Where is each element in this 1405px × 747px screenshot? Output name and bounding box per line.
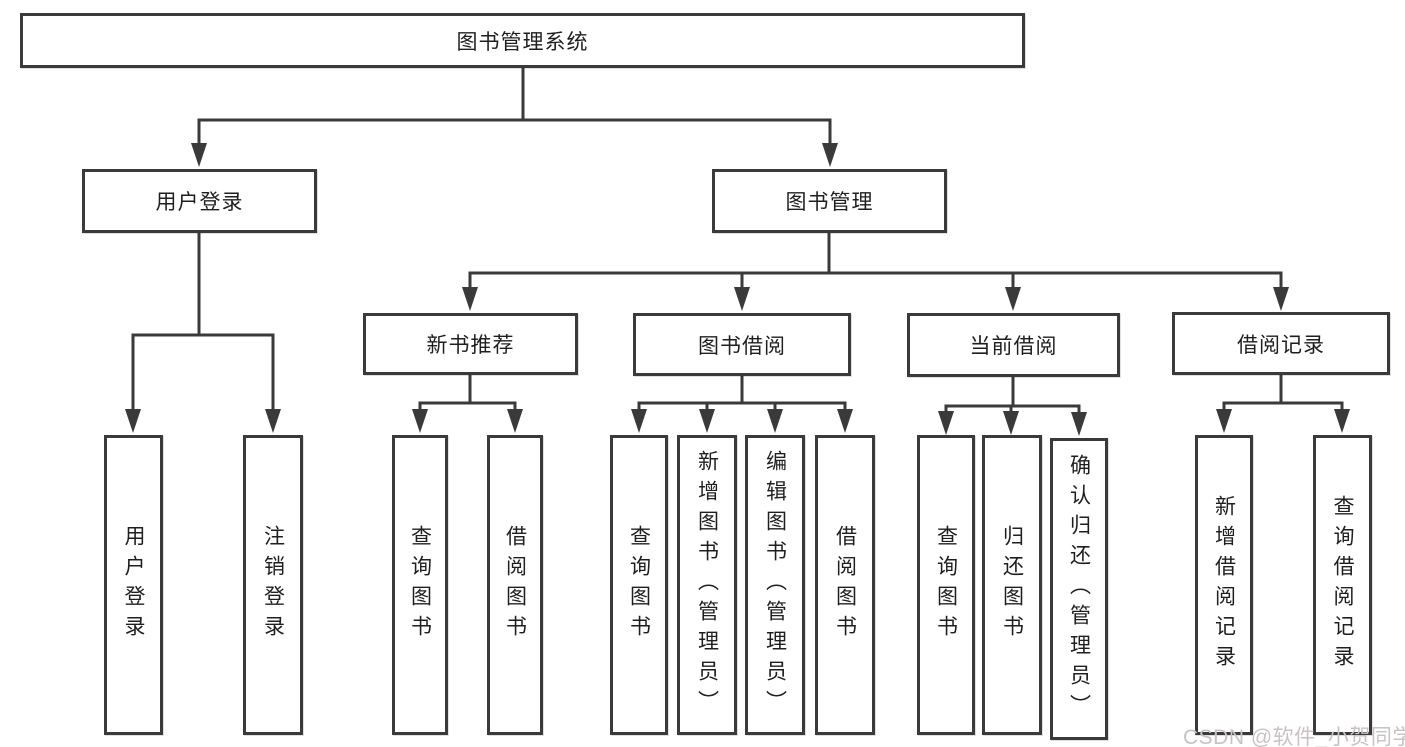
node-borrowing-records: 借阅记录 (1172, 312, 1390, 375)
leaf-confirm-return-admin: 确认归还（管理员） (1050, 438, 1108, 740)
node-book-borrowing: 图书借阅 (633, 313, 851, 376)
arrowhead (507, 409, 523, 433)
arrowhead (938, 411, 954, 435)
arrowhead (412, 409, 428, 433)
arrowhead (1273, 287, 1289, 311)
connector-bookborrow-to-leaves (637, 376, 847, 412)
node-label: 借阅图书 (503, 525, 527, 645)
arrowhead (125, 409, 141, 433)
connector-lines (131, 68, 1344, 414)
arrowhead (767, 409, 783, 433)
connector-currentborrow-to-leaves (944, 377, 1081, 414)
arrowhead (265, 409, 281, 433)
arrowheads (125, 143, 1350, 436)
node-label: 归还图书 (1000, 525, 1024, 645)
leaf-logout: 注销登录 (243, 435, 303, 735)
node-label: 借阅记录 (1237, 333, 1325, 357)
leaf-query-books: 查询图书 (917, 435, 975, 735)
connector-bookmgmt-to-level3 (468, 233, 1283, 290)
node-user-login: 用户登录 (82, 169, 317, 233)
leaf-query-books: 查询图书 (610, 435, 668, 735)
arrowhead (1334, 409, 1350, 433)
node-label: 图书管理 (785, 191, 874, 214)
leaf-query-books: 查询图书 (392, 435, 448, 735)
leaf-return-books: 归还图书 (982, 435, 1042, 735)
node-current-borrowing: 当前借阅 (907, 313, 1120, 377)
node-label: 新增借阅记录 (1212, 495, 1236, 675)
node-label: 确认归还（管理员） (1067, 454, 1091, 724)
connector-borrowrecord-to-leaves (1222, 375, 1344, 412)
csdn-watermark: CSDN @软件_小贺同学 (1183, 726, 1405, 747)
leaf-query-borrow-record: 查询借阅记录 (1313, 435, 1372, 735)
node-label: 图书管理系统 (456, 30, 589, 54)
node-label: 用户登录 (122, 525, 145, 645)
arrowhead (1071, 412, 1087, 436)
node-label: 用户登录 (155, 191, 244, 214)
node-label: 新增图书（管理员） (695, 450, 719, 720)
node-label: 编辑图书（管理员） (763, 450, 787, 720)
connector-root-to-level2 (197, 68, 832, 146)
arrowhead (1005, 287, 1021, 311)
node-label: 查询图书 (934, 525, 958, 645)
leaf-add-books-admin: 新增图书（管理员） (677, 435, 737, 735)
arrowhead (462, 287, 478, 311)
arrowhead (837, 409, 853, 433)
leaf-borrow-books: 借阅图书 (815, 435, 875, 735)
connector-userlogin-to-leaves (131, 233, 275, 412)
node-book-management: 图书管理 (712, 169, 947, 233)
leaf-user-login: 用户登录 (104, 435, 163, 735)
arrowhead (822, 143, 838, 167)
node-label: 当前借阅 (969, 335, 1058, 358)
arrowhead (699, 409, 715, 433)
node-label: 借阅图书 (833, 525, 857, 645)
arrowhead (191, 143, 207, 167)
arrowhead (1216, 409, 1232, 433)
node-label: 查询借阅记录 (1331, 495, 1354, 675)
leaf-edit-books-admin: 编辑图书（管理员） (745, 435, 805, 735)
node-label: 注销登录 (261, 525, 285, 645)
node-label: 图书借阅 (698, 334, 786, 358)
node-new-book-recommendation: 新书推荐 (363, 313, 578, 375)
arrowhead (734, 287, 750, 311)
arrowhead (631, 409, 647, 433)
node-label: 查询图书 (627, 525, 651, 645)
arrowhead (1003, 411, 1019, 435)
leaf-borrow-books: 借阅图书 (487, 435, 543, 735)
node-library-management-system: 图书管理系统 (20, 13, 1025, 68)
node-label: 查询图书 (408, 525, 432, 645)
leaf-add-borrow-record: 新增借阅记录 (1195, 435, 1253, 735)
node-label: 新书推荐 (426, 334, 515, 357)
connector-newbook-to-leaves (418, 375, 517, 412)
